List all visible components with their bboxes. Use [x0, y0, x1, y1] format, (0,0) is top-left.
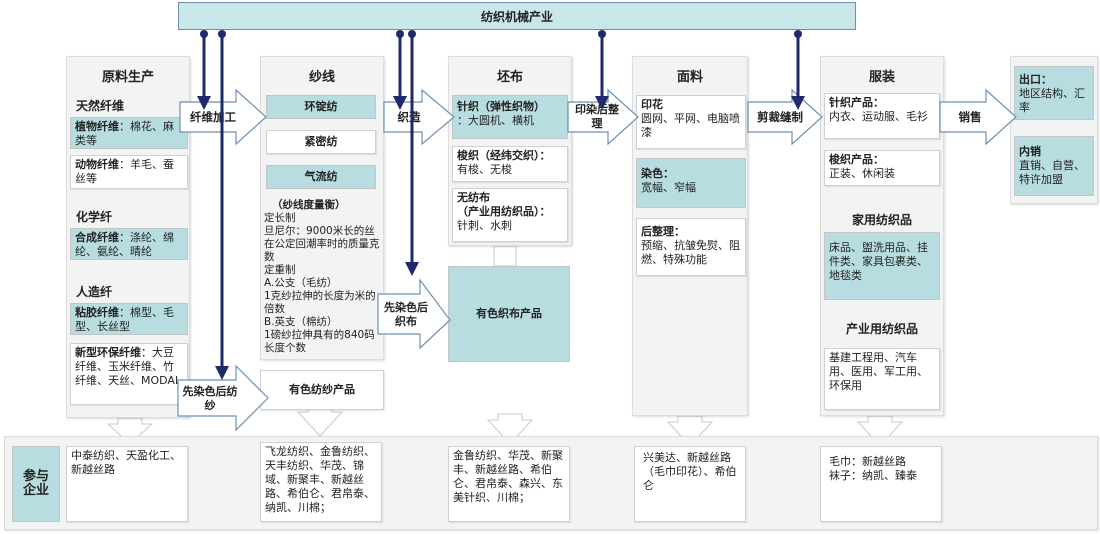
colored-fabric-box: 有色织布产品 [448, 266, 570, 362]
companies-apparel: 毛巾：新越丝路 袜子：纳凯、臻泰 [820, 446, 942, 522]
nonwoven-head: 无纺布 （产业用纺织品）： [457, 191, 551, 218]
viscose-fiber-box: 粘胶纤维：棉型、毛型、长丝型 [70, 303, 188, 335]
knit-box: 针织（弹性织物）：大圆机、横机 [452, 95, 568, 139]
animal-fiber-head: 动物纤维 [75, 158, 119, 171]
home-textile-box: 床品、盥洗用品、挂件类、家具包裹类、地毯类 [824, 232, 940, 300]
down-arrow-yarn [296, 405, 344, 437]
yarn-measure-line: 旦尼尔：9000米长的丝在公定回潮率时的质量克数 [264, 225, 380, 263]
arrow-sales: 销售 [958, 110, 982, 124]
viscose-fiber-body: ：棉型、毛型、长丝型 [75, 306, 174, 333]
dye-body: 宽幅、窄幅 [641, 181, 696, 194]
companies-grey: 金鲁纺织、华茂、新聚丰、新越丝路、希伯仑、君帛泰、森兴、东美针织、川棉； [448, 446, 570, 522]
export-head: 出口： [1019, 73, 1052, 86]
arrow-predye-spin: 先染色后纺纱 [182, 385, 238, 412]
eco-fiber-body: ：大豆纤维、玉米纤维、竹纤维、天丝、MODAL [75, 346, 182, 387]
synthetic-fiber-body: ：涤纶、绵纶、氨纶、晴纶 [75, 231, 174, 258]
print-box: 印花圆网、平网、电脑喷漆 [636, 95, 746, 149]
nonwoven-box: 无纺布 （产业用纺织品）：针刺、水刺 [452, 188, 568, 242]
woven-head: 梭织（经纬交织）： [457, 149, 551, 162]
participants-label: 参与 企业 [12, 446, 60, 522]
animal-fiber-body: ：羊毛、蚕丝等 [75, 158, 174, 185]
arrow-predye-weave: 先染色后织布 [384, 301, 428, 328]
animal-fiber-box: 动物纤维：羊毛、蚕丝等 [70, 155, 188, 189]
companies-fabric: 兴美达、新越丝路（毛巾印花）、希伯仑 [634, 446, 746, 522]
yarn-measure-line: 定长制 [264, 212, 296, 224]
apparel-title: 服装 [868, 70, 895, 85]
finish-head: 后整理： [641, 225, 685, 238]
viscose-fiber-head: 粘胶纤维 [75, 306, 119, 319]
domestic-box: 内销直销、自营、特许加盟 [1014, 136, 1094, 196]
grey-title: 坯布 [496, 70, 523, 85]
home-textile-title: 家用纺织品 [851, 213, 912, 227]
top-bar: 纺织机械产业 [178, 2, 856, 30]
colored-yarn-box: 有色纺纱产品 [260, 370, 384, 410]
grey-connector [493, 245, 517, 267]
apparel-knit-box: 针织产品：内衣、运动服、毛衫 [824, 93, 940, 139]
knit-body: ：大圆机、横机 [457, 114, 534, 127]
industrial-textile-box: 基建工程用、汽车用、医用、军工用、环保用 [824, 348, 940, 410]
ring-spinning-box: 环锭纺 [266, 95, 376, 119]
apparel-woven-body: 正装、休闲装 [829, 167, 895, 180]
dye-head: 染色： [641, 167, 674, 180]
down-arrow-raw [106, 417, 154, 445]
export-body: 地区结构、汇率 [1019, 87, 1085, 114]
nonwoven-body: 针刺、水刺 [457, 219, 512, 232]
arrow-weaving: 织造 [397, 110, 421, 124]
air-spinning-box: 气流纺 [266, 165, 376, 189]
industrial-textile-title: 产业用纺织品 [845, 322, 918, 336]
natural-fiber-title: 天然纤维 [76, 99, 125, 113]
yarn-measure-line: A.公支（毛纺） [264, 277, 338, 289]
plant-fiber-body: ：棉花、麻类等 [75, 120, 174, 147]
arrow-printing-finishing: 印染后整理 [575, 103, 619, 130]
apparel-woven-head: 梭织产品： [829, 153, 884, 166]
apparel-knit-body: 内衣、运动服、毛衫 [829, 110, 928, 123]
woven-body: 有梭、无梭 [457, 163, 512, 176]
down-arrow-apparel [856, 415, 904, 447]
export-box: 出口：地区结构、汇率 [1014, 66, 1094, 120]
apparel-knit-head: 针织产品： [829, 96, 884, 109]
apparel-woven-box: 梭织产品：正装、休闲装 [824, 150, 940, 186]
finish-body: 预缩、抗皱免熨、阻燃、特殊功能 [641, 239, 740, 266]
compact-spinning-box: 紧密纺 [266, 130, 376, 154]
synthetic-fiber-box: 合成纤维：涤纶、绵纶、氨纶、晴纶 [70, 228, 188, 260]
plant-fiber-box: 植物纤维：棉花、麻类等 [70, 117, 188, 149]
raw-title: 原料生产 [101, 70, 154, 85]
eco-fiber-box: 新型环保纤维：大豆纤维、玉米纤维、竹纤维、天丝、MODAL [70, 343, 188, 405]
knit-head: 针织（弹性织物） [457, 100, 545, 113]
yarn-measure-title: （纱线度量衡） [272, 199, 346, 211]
man-made-fiber-title: 人造纤 [76, 285, 113, 299]
down-arrow-fabric [666, 415, 714, 447]
print-body: 圆网、平网、电脑喷漆 [641, 112, 740, 139]
yarn-title: 纱线 [308, 70, 335, 85]
plant-fiber-head: 植物纤维 [75, 120, 119, 133]
yarn-measure-line: 1克纱拉伸的长度为米的倍数 [264, 290, 376, 315]
arrow-fiber-processing: 纤维加工 [190, 110, 236, 124]
yarn-measure-line: 定重制 [264, 264, 296, 276]
print-head: 印花 [641, 98, 663, 111]
companies-raw: 中泰纺织、天盈化工、新越丝路 [66, 446, 188, 522]
arrow-cutting-sewing: 剪裁缝制 [757, 110, 803, 124]
dye-box: 染色：宽幅、窄幅 [636, 158, 746, 208]
yarn-measure-line: B.英支（棉纺） [264, 316, 338, 328]
eco-fiber-head: 新型环保纤维 [75, 346, 141, 359]
finish-box: 后整理：预缩、抗皱免熨、阻燃、特殊功能 [636, 218, 746, 276]
chemical-fiber-title: 化学纤 [76, 210, 113, 224]
domestic-head: 内销 [1019, 145, 1041, 158]
yarn-measure-line: 1磅纱拉伸具有的840码长度个数 [264, 329, 375, 354]
synthetic-fiber-head: 合成纤维 [75, 231, 119, 244]
fabric-title: 面料 [676, 70, 703, 85]
domestic-body: 直销、自营、特许加盟 [1019, 159, 1085, 186]
down-arrow-grey [486, 413, 534, 445]
woven-box: 梭织（经纬交织）：有梭、无梭 [452, 146, 568, 182]
companies-yarn: 飞龙纺织、金鲁纺织、天丰纺织、华茂、锦域、新聚丰、新越丝路、希伯仑、君帛泰、纳凯… [260, 442, 382, 522]
